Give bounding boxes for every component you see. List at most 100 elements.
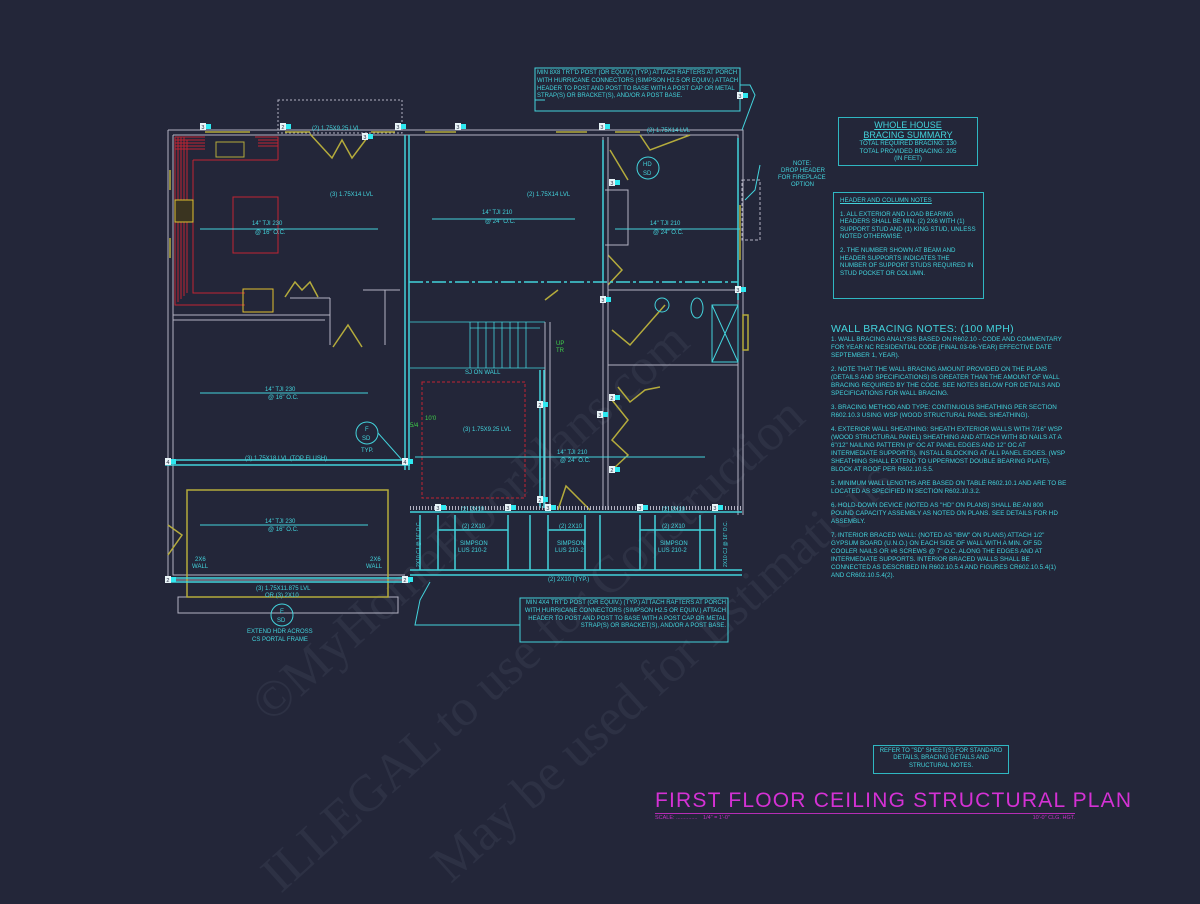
extend-hdr-line1: EXTEND HDR ACROSS [247,629,313,635]
sj-on-wall: SJ ON WALL [465,370,501,376]
hd-tag-top: HD [643,162,652,168]
post-tag-box [600,296,606,303]
joist-arrows [200,218,740,526]
post-marker [643,505,648,510]
porch-header: (2) 2x10 [662,524,686,530]
opening-ratio: 5/4 [410,423,419,429]
post-tag-box [435,504,441,511]
bath-sink [654,297,670,313]
opening-height: 10'0 [425,416,437,422]
post-marker [206,124,211,129]
beam-label-center: (3) 1.75x14 LVL [330,192,374,198]
post-tag: 3 [363,135,366,141]
bracing-summary-title: BRACING SUMMARY [863,130,953,140]
beam-label-garage-flush: (3) 1.75x18 LVL (TOP FLUSH) [245,456,327,462]
beam-label-garage-header: (3) 1.75x11.875 LVL [256,586,311,592]
exterior-walls [167,129,744,614]
post-tag: 2 [610,396,613,402]
joist-size: 14" TJI 210 [557,450,588,456]
porch-header: (2) 2x10 [462,524,486,530]
post-tag: 4 [166,460,169,466]
post-marker [543,497,548,502]
post-tag-box [362,133,368,140]
post-tag-box [735,286,741,293]
wall-bracing-note: 4. EXTERIOR WALL SHEATHING: SHEATH EXTER… [831,426,1065,473]
fireplace-note: FOR FIREPLACE [778,175,826,181]
post-tag: 3 [638,506,641,512]
joist-size: 14" TJI 230 [252,221,283,227]
post-tag-box [737,92,743,99]
post-marker [605,124,610,129]
post-tag-box [165,576,171,583]
hanger-label: LUS 210-2 [555,548,584,554]
total-required-bracing: TOTAL REQUIRED BRACING: 130 [859,140,957,147]
header-note: 2. THE NUMBER SHOWN AT BEAM AND HEADER S… [840,246,974,277]
f-tag-note: TYP. [361,448,374,454]
post-marker [408,577,413,582]
porch-header: (2) 2x10 [559,524,583,530]
post-tag-box [545,504,551,511]
porch-bottom-callout: MIN 4x4 TRT'D POST (OR EQUIV.) (TYP.) AT… [524,600,726,630]
post-marker [606,297,611,302]
joist-size: 14" TJI 230 [265,387,296,393]
post-tag: 2 [538,403,541,409]
windows-doors [167,131,749,598]
extend-hdr-line2: CS PORTAL FRAME [252,637,308,643]
post-tag: 3 [396,125,399,131]
post-tag: 2 [538,498,541,504]
stair [410,321,545,369]
post-tag: 2 [403,578,406,584]
post-tag: 3 [506,506,509,512]
hanger-label: SIMPSON [460,541,488,547]
post-tag-box [609,394,615,401]
joist-size: 14" TJI 210 [482,210,513,216]
post-tag-box [712,504,718,511]
f-tag-top: F [365,427,369,433]
interior-walls [173,137,738,510]
scale-value: 1/4" = 1'-0" [703,815,730,821]
beam-label-stair: (3) 1.75x9.25 LVL [463,427,512,433]
post-tag: 3 [738,94,741,100]
joist-spacing: @ 16" O.C. [255,230,286,236]
post-marker [441,505,446,510]
post-tag-box [609,466,615,473]
joist-spacing: @ 16" O.C. [268,527,299,533]
scale-label: SCALE: .............. [655,815,698,821]
post-tag-box [637,504,643,511]
post-marker [171,459,176,464]
fireplace-note: OPTION [791,182,814,188]
post-tag: 3 [598,413,601,419]
post-marker [615,395,620,400]
dashed-bumpout [277,99,403,134]
porch-header: (2) 2x10 [662,507,686,513]
beam-label-top-right: (2) 1.75x14 LVL [647,128,691,134]
hd-tag-bottom: SD [643,171,652,177]
porch-bottom-callout-frame [519,597,729,643]
fireplace-note: NOTE: [793,161,812,167]
post-tag-box [280,123,286,130]
total-provided-bracing: TOTAL PROVIDED BRACING: 205 [859,147,957,155]
wall-2x6-left: WALL [192,564,209,570]
post-tag-box [395,123,401,130]
wall-2x6-right: WALL [366,564,383,570]
f-tag-bottom: SD [362,436,371,442]
post-marker [615,467,620,472]
hd-tag-circle [636,156,660,180]
stair-tr: TR [556,348,565,354]
post-tag-box [597,411,603,418]
header-column-notes: HEADER AND COLUMN NOTES 1. ALL EXTERIOR … [833,192,984,299]
joist-size: 14" TJI 210 [650,221,681,227]
post-tag: 3 [610,181,613,187]
e-tag-bottom: SD [277,618,286,624]
post-tag: 2 [166,578,169,584]
post-tag-box [200,123,206,130]
e-detail-circle [270,603,294,627]
porch-top-callout-frame [534,67,741,112]
post-marker [603,412,608,417]
hanger-label: SIMPSON [660,541,688,547]
post-tag: 3 [456,125,459,131]
post-tag-box [537,496,543,503]
post-tag: 3 [600,125,603,131]
